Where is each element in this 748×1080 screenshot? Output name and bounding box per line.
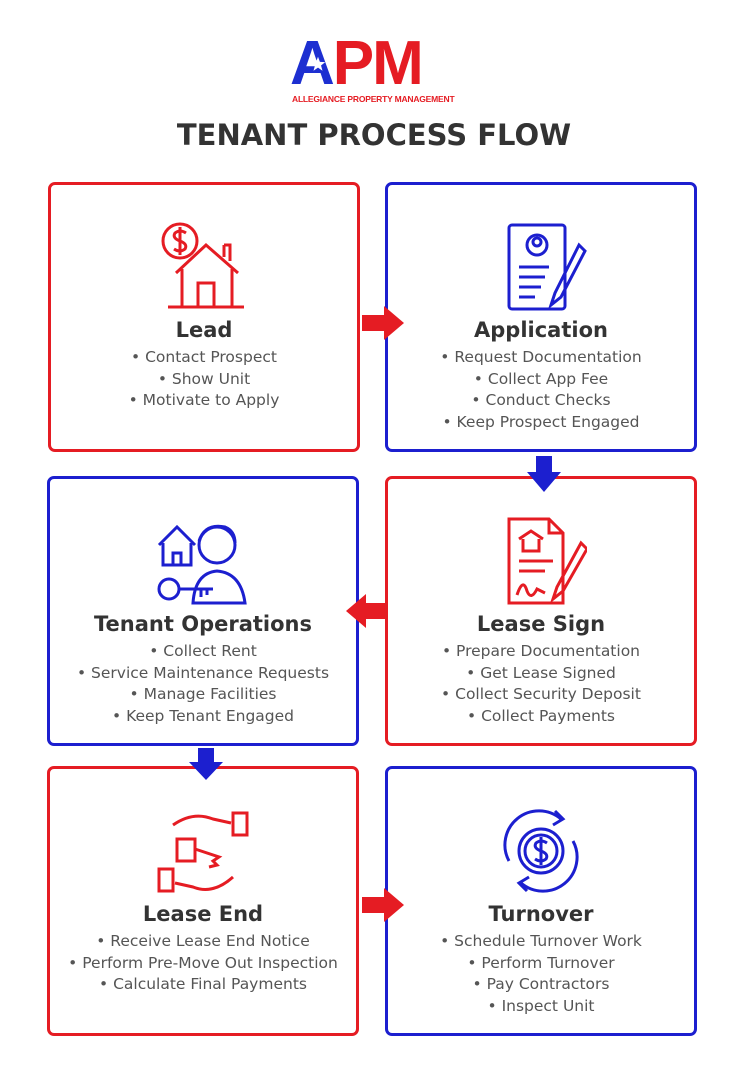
tenant-key-icon — [157, 524, 247, 605]
page-title: TENANT PROCESS FLOW — [176, 118, 572, 152]
key-handover-icon — [157, 811, 249, 893]
list-item: • Contact Prospect — [131, 348, 277, 366]
arrow-down-icon — [527, 456, 561, 492]
list-item: • Keep Prospect Engaged — [442, 412, 640, 431]
step-title: Lease Sign — [476, 612, 606, 636]
list-item: • Perform Turnover — [467, 953, 615, 972]
logo-pm: PM — [332, 29, 424, 98]
list-item: • Request Documentation — [440, 348, 642, 366]
dollar-cycle-icon — [503, 809, 579, 893]
list-item: • Collect Payments — [467, 706, 615, 725]
list-item: • Collect Security Deposit — [441, 685, 641, 703]
list-item: • Schedule Turnover Work — [440, 932, 642, 950]
list-item: • Perform Pre-Move Out Inspection — [68, 953, 338, 972]
apm-logo: APM ALLEGIANCE PROPERTY MANAGEMENT — [290, 33, 460, 105]
step-title: Lease End — [142, 902, 264, 926]
list-item: • Calculate Final Payments — [99, 975, 307, 993]
arrow-left-icon — [346, 594, 388, 628]
arrow-right-icon — [362, 888, 404, 922]
step-application: Application • Request Documentation • Col… — [385, 182, 697, 452]
arrow-right-icon — [362, 306, 404, 340]
list-item: • Pay Contractors — [472, 975, 610, 993]
list-item: • Collect App Fee — [473, 369, 609, 388]
list-item: • Get Lease Signed — [466, 663, 616, 682]
list-item: • Keep Tenant Engaged — [112, 706, 294, 725]
step-title: Turnover — [488, 902, 594, 926]
star-icon — [310, 56, 326, 71]
step-lead: Lead • Contact Prospect • Show Unit • Moti… — [48, 182, 360, 452]
list-item: • Collect Rent — [149, 642, 257, 660]
list-item: • Service Maintenance Requests — [76, 663, 330, 682]
list-item: • Receive Lease End Notice — [96, 932, 310, 950]
list-item: • Show Unit — [157, 369, 251, 388]
step-title: Lead — [175, 318, 233, 342]
list-item: • Prepare Documentation — [441, 642, 641, 660]
contract-sign-icon — [507, 517, 587, 605]
step-title: Tenant Operations — [94, 612, 312, 636]
house-dollar-icon — [161, 222, 244, 309]
arrow-down-icon — [189, 748, 223, 780]
list-item: • Manage Facilities — [129, 685, 277, 703]
step-tenant-operations: Tenant Operations • Collect Rent • Servic… — [47, 476, 359, 746]
list-item: • Motivate to Apply — [128, 391, 280, 409]
logo-subtitle: ALLEGIANCE PROPERTY MANAGEMENT — [292, 94, 455, 104]
step-lease-sign: Lease Sign • Prepare Documentation • Get … — [385, 476, 697, 746]
step-title: Application — [474, 318, 608, 342]
step-lease-end: Lease End • Receive Lease End Notice • Pe… — [47, 766, 359, 1036]
list-item: • Conduct Checks — [471, 391, 611, 409]
logo-a: A — [290, 29, 335, 98]
application-form-icon — [507, 223, 587, 311]
step-turnover: Turnover • Schedule Turnover Work • Perfo… — [385, 766, 697, 1036]
list-item: • Inspect Unit — [487, 996, 595, 1015]
